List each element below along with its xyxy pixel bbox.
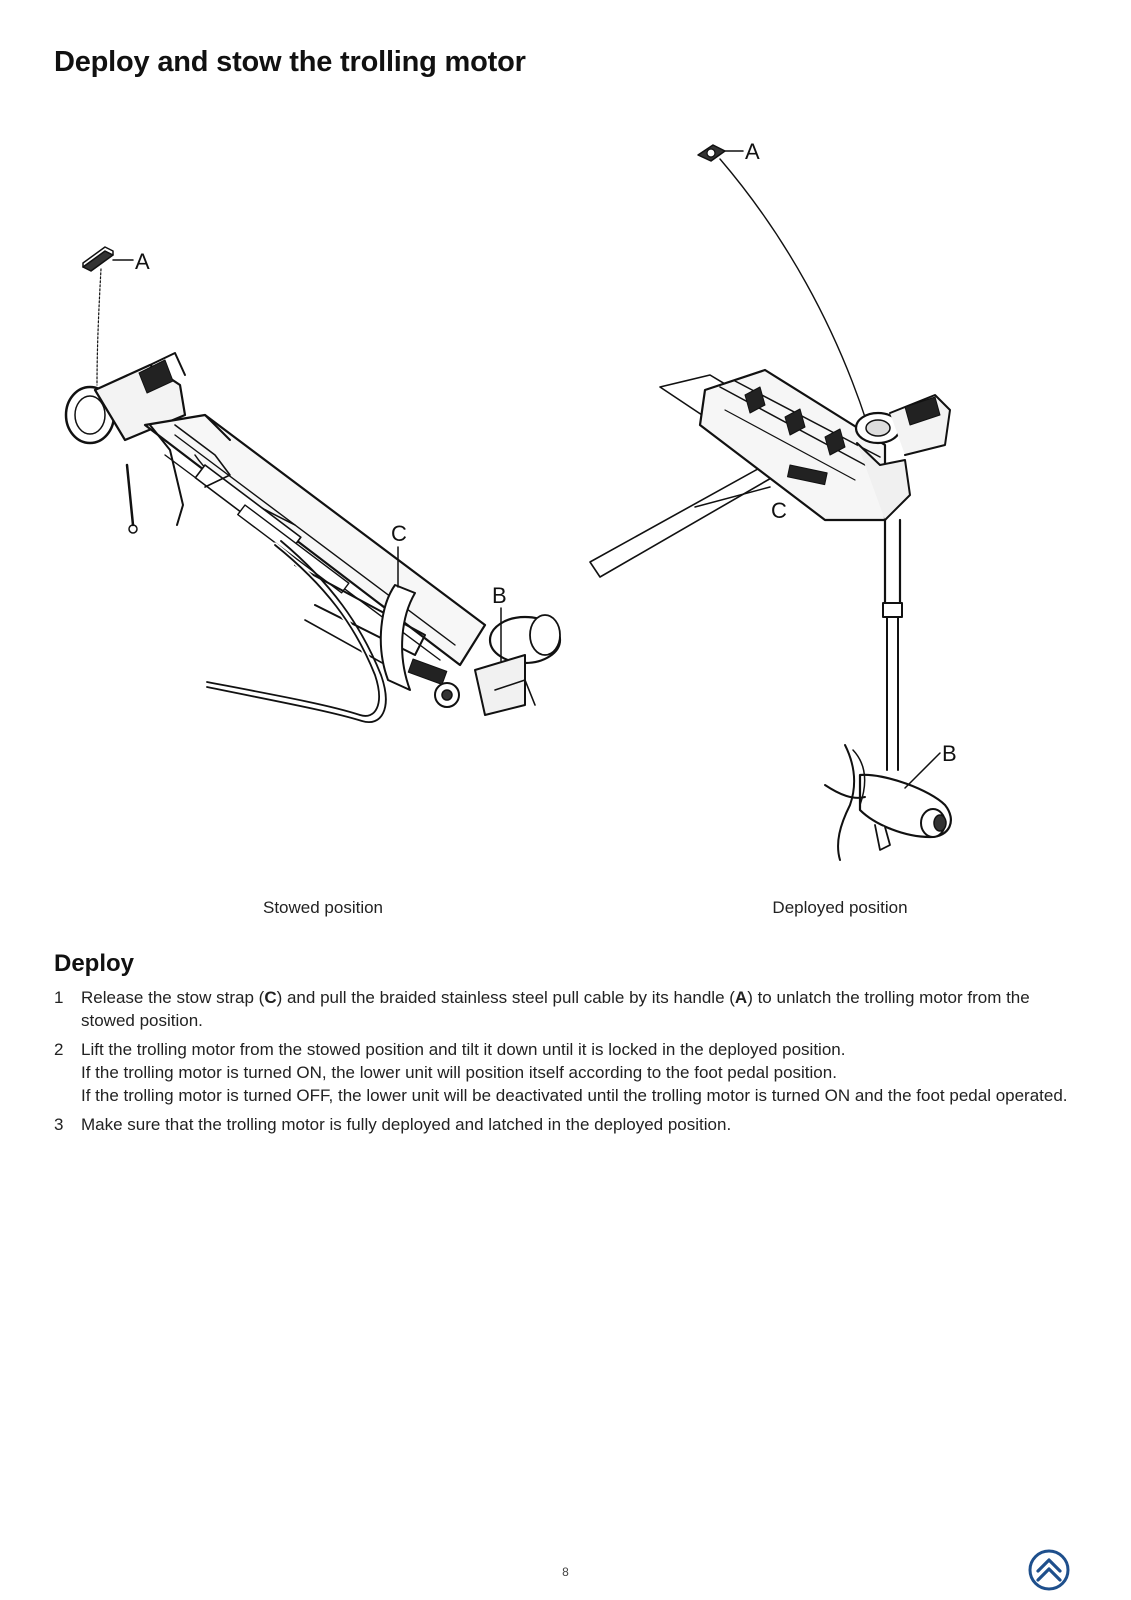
callout-a-label: A: [135, 249, 150, 274]
stow-strap: [379, 584, 416, 691]
callout-b-label: B: [492, 583, 507, 608]
step-text-part: Release the stow strap (: [81, 988, 265, 1007]
step-text: Make sure that the trolling motor is ful…: [81, 1115, 732, 1134]
callout-c-label: C: [771, 498, 787, 523]
callout-reference: C: [264, 988, 277, 1007]
stowed-position-caption: Stowed position: [262, 898, 384, 917]
deployed-position-caption: Deployed position: [772, 898, 908, 917]
step-line: If the trolling motor is turned ON, the …: [81, 1063, 837, 1082]
back-to-top-button[interactable]: [1027, 1548, 1071, 1592]
step-text: Lift the trolling motor from the stowed …: [81, 1038, 1074, 1107]
step-text-part: ) and pull the braided stainless steel p…: [276, 988, 735, 1007]
step-text-part: ) to unlatch the trolling motor from the…: [81, 988, 1030, 1030]
page-number: 8: [562, 1565, 569, 1579]
double-chevron-up-icon: [1028, 1549, 1070, 1591]
step-line: Lift the trolling motor from the stowed …: [81, 1040, 846, 1059]
pull-cable-handle-icon: [697, 144, 726, 162]
step-text: Release the stow strap (C) and pull the …: [81, 986, 1074, 1032]
step-number: 2: [54, 1040, 64, 1059]
deploy-heading: Deploy: [54, 950, 135, 977]
callout-a-label: A: [745, 139, 760, 164]
step-number: 1: [54, 988, 64, 1007]
deployed-position-illustration: A C B: [585, 125, 1005, 885]
step-number: 3: [54, 1115, 64, 1134]
callout-reference: A: [734, 988, 748, 1007]
deploy-step-1: 1 Release the stow strap (C) and pull th…: [54, 986, 1074, 1032]
step-line: If the trolling motor is turned OFF, the…: [81, 1086, 1068, 1105]
stowed-position-illustration: A C B: [55, 225, 585, 755]
lower-unit: [407, 614, 562, 716]
callout-c-label: C: [391, 521, 407, 546]
page-title: Deploy and stow the trolling motor: [54, 46, 526, 78]
lower-unit: [824, 744, 952, 861]
pull-cable-handle-icon: [82, 246, 114, 272]
callout-b-label: B: [942, 741, 957, 766]
deploy-step-2: 2 Lift the trolling motor from the stowe…: [54, 1038, 1074, 1107]
deploy-step-3: 3 Make sure that the trolling motor is f…: [54, 1113, 1074, 1136]
deploy-steps: 1 Release the stow strap (C) and pull th…: [54, 986, 1074, 1142]
